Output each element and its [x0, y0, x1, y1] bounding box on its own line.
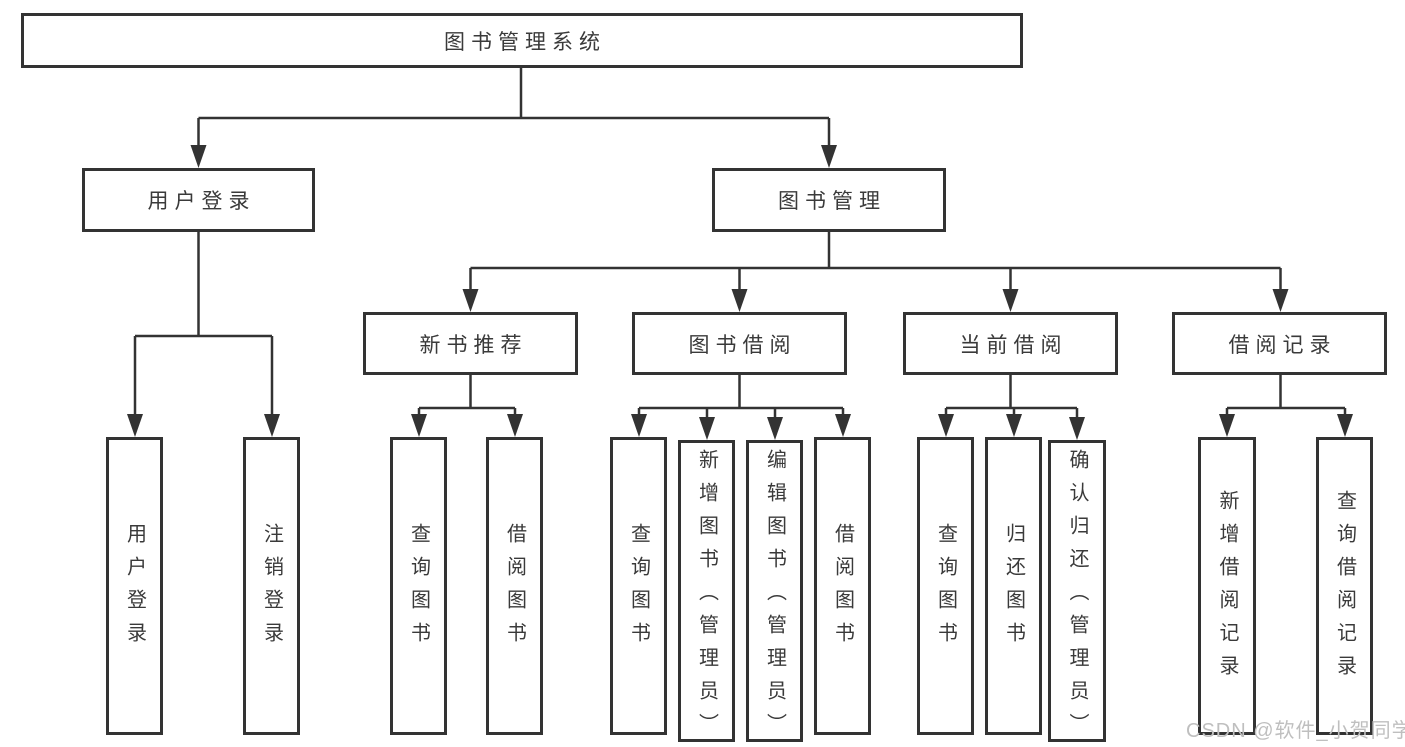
- leaf-borrow-books: 借阅图书: [814, 437, 871, 735]
- node-user-login: 用户登录: [82, 168, 315, 232]
- leaf-query-books-current: 查询图书: [917, 437, 974, 735]
- node-book-borrow: 图书借阅: [632, 312, 847, 375]
- node-current-borrow: 当前借阅: [903, 312, 1118, 375]
- node-library-management-system: 图书管理系统: [21, 13, 1023, 68]
- node-book-management: 图书管理: [712, 168, 946, 232]
- leaf-borrow-books-recommend: 借阅图书: [486, 437, 543, 735]
- csdn-watermark: CSDN @软件_小贺同学: [1186, 720, 1405, 742]
- leaf-query-books-recommend: 查询图书: [390, 437, 447, 735]
- node-new-book-recommend: 新书推荐: [363, 312, 578, 375]
- leaf-query-books-borrow: 查询图书: [610, 437, 667, 735]
- leaf-logout: 注销登录: [243, 437, 300, 735]
- leaf-user-login: 用户登录: [106, 437, 163, 735]
- leaf-add-books-admin: 新增图书（管理员）: [678, 440, 735, 746]
- leaf-edit-books-admin: 编辑图书（管理员）: [746, 440, 803, 746]
- leaf-add-borrow-record: 新增借阅记录: [1198, 437, 1256, 735]
- node-borrow-records: 借阅记录: [1172, 312, 1387, 375]
- arrowheads: [127, 145, 1353, 440]
- leaf-query-borrow-record: 查询借阅记录: [1316, 437, 1373, 735]
- leaf-confirm-return-admin: 确认归还（管理员）: [1048, 440, 1106, 746]
- leaf-return-books: 归还图书: [985, 437, 1042, 735]
